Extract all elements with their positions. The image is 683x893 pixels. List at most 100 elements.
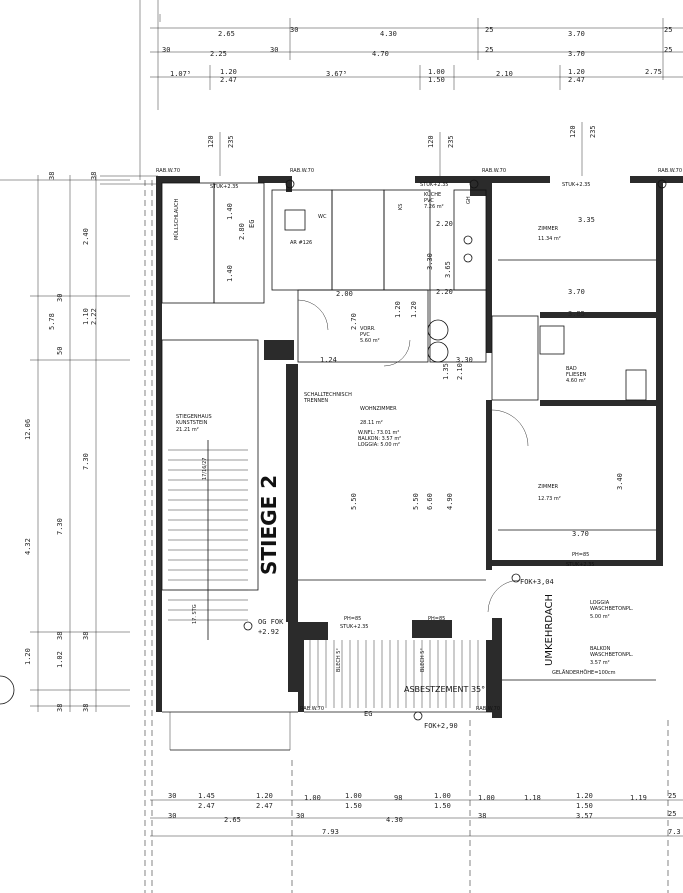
dim-bot-1-5: 1.00 bbox=[304, 794, 321, 802]
dim-left-1-0: 12.06 bbox=[24, 419, 32, 440]
stuk-label-1: STUK+2.35 bbox=[210, 184, 239, 190]
dim-top-1-0: 2.65 bbox=[218, 30, 235, 38]
dim-bot-1-16: 25 bbox=[668, 792, 676, 800]
ar-label: AR #126 bbox=[290, 240, 312, 246]
dim-top-3-7: 1.20 bbox=[568, 68, 585, 76]
dim-int-20: 1.20 bbox=[410, 301, 418, 318]
exterior-boundary bbox=[100, 0, 158, 893]
dim-bot-1-2: 2.47 bbox=[198, 802, 215, 810]
dim-bot-1-8: 98 bbox=[394, 794, 402, 802]
stuk-label-5: STUK+2.35 bbox=[566, 562, 595, 568]
window-marks-top: 120 235 120 235 120 235 bbox=[207, 122, 597, 176]
svg-text:235: 235 bbox=[227, 135, 235, 148]
dim-int-6: 5.50 bbox=[412, 493, 420, 510]
dim-int-16: 3.40 bbox=[616, 473, 624, 490]
dim-top-1-2: 4.30 bbox=[380, 30, 397, 38]
dim-int-1: 1.40 bbox=[226, 203, 234, 220]
dim-bot-1-0: 30 bbox=[168, 792, 176, 800]
dim-left-1-2: 1.20 bbox=[24, 648, 32, 665]
dim-int-19: 1.20 bbox=[394, 301, 402, 318]
dim-int-23: 2.10 bbox=[456, 363, 464, 380]
dim-top-2-4: 25 bbox=[485, 46, 493, 54]
dim-left-1-1: 4.32 bbox=[24, 538, 32, 555]
dim-bot-1-1: 1.45 bbox=[198, 792, 215, 800]
dim-int-15: 3.85 bbox=[568, 310, 585, 318]
dim-bot-1-10: 1.50 bbox=[434, 802, 451, 810]
dim-int-18: 1.24 bbox=[320, 356, 337, 364]
blech-label-2: BLECH 5° bbox=[420, 648, 426, 672]
top-dimension-texts: 2.65 30 4.30 25 3.70 25 30 2.25 30 4.70 … bbox=[162, 26, 672, 84]
dim-left-3-2: 2.40 bbox=[82, 228, 90, 245]
gh-label: GH bbox=[466, 196, 472, 204]
dim-top-2-0: 30 bbox=[162, 46, 170, 54]
zimmer-top-area: 11.34 m² bbox=[538, 236, 561, 242]
dim-int-0: 2.80 bbox=[238, 223, 246, 240]
stiegenhaus-area: 21.21 m² bbox=[176, 427, 199, 433]
zimmer-top-label: ZIMMER bbox=[538, 226, 559, 232]
svg-text:120: 120 bbox=[427, 135, 435, 148]
dim-bot-2-0: 30 bbox=[168, 812, 176, 820]
asbestzement-label: ASBESTZEMENT 35° bbox=[404, 685, 485, 694]
dim-int-10: 3.65 bbox=[444, 261, 452, 278]
dim-top-2-1: 2.25 bbox=[210, 50, 227, 58]
wohnzimmer-area: 28.11 m² bbox=[360, 420, 383, 426]
rabw-label-3: RAB.W.70 bbox=[482, 168, 506, 174]
dim-top-3-3: 3.67⁵ bbox=[326, 70, 347, 78]
dim-top-2-5: 3.70 bbox=[568, 50, 585, 58]
loggia-label: LOGGIA bbox=[590, 600, 610, 606]
dim-left-3-5: 2.22 bbox=[90, 308, 98, 325]
dim-int-22: 1.35 bbox=[442, 363, 450, 380]
dim-top-3-0: 1.07⁵ bbox=[170, 70, 191, 78]
stair-count-2: 17. STG bbox=[192, 604, 198, 624]
dim-bot-1-12: 1.18 bbox=[524, 794, 541, 802]
left-dimension-lines: 12.06 4.32 1.20 7.30 5.78 7.30 1.02 38 3… bbox=[0, 172, 130, 712]
dim-bot-1-15: 1.19 bbox=[630, 794, 647, 802]
muell-label: MÜLLSCHLAUCH bbox=[173, 199, 180, 240]
dim-top-3-6: 2.10 bbox=[496, 70, 513, 78]
ph85-label-3: PH=85 bbox=[572, 552, 589, 558]
stuk-label-4: STUK+2.35 bbox=[340, 624, 369, 630]
top-dimension-lines bbox=[150, 0, 683, 110]
dim-top-2-3: 4.70 bbox=[372, 50, 389, 58]
rabw-label-2: RAB.W.70 bbox=[290, 168, 314, 174]
svg-text:235: 235 bbox=[589, 125, 597, 138]
dim-top-1-3: 25 bbox=[485, 26, 493, 34]
svg-text:120: 120 bbox=[207, 135, 215, 148]
dim-left-2-0: 5.78 bbox=[48, 313, 56, 330]
dim-top-1-1: 30 bbox=[290, 26, 298, 34]
dim-int-3: 2.00 bbox=[336, 290, 353, 298]
rabw-label-5: RAB.W.70 bbox=[476, 706, 500, 712]
dim-top-2-2: 30 bbox=[270, 46, 278, 54]
dim-top-2-6: 25 bbox=[664, 46, 672, 54]
eg-label-top: EG bbox=[248, 220, 256, 228]
dim-int-14: 3.70 bbox=[568, 288, 585, 296]
vorr-label: VORR. bbox=[360, 326, 376, 332]
bad-label: BAD bbox=[566, 366, 577, 372]
dim-bot-1-6: 1.00 bbox=[345, 792, 362, 800]
vorr-floor: PVC bbox=[360, 332, 370, 338]
dim-int-21: 3.30 bbox=[456, 356, 473, 364]
dim-top-3-4: 1.00 bbox=[428, 68, 445, 76]
ks-label: KS bbox=[398, 204, 404, 210]
dim-int-2: 1.40 bbox=[226, 265, 234, 282]
dim-bot-2-6: 25 bbox=[668, 810, 676, 818]
dim-top-3-1: 1.20 bbox=[220, 68, 237, 76]
dim-left-2-2: 1.02 bbox=[56, 651, 64, 668]
dim-int-5: 5.50 bbox=[350, 493, 358, 510]
dim-int-7: 6.60 bbox=[426, 493, 434, 510]
dim-left-2-1: 7.30 bbox=[82, 453, 90, 470]
og-fok-value: +2.92 bbox=[258, 628, 279, 636]
og-fok-label: OG FOK bbox=[258, 618, 284, 626]
dim-bot-1-14: 1.50 bbox=[576, 802, 593, 810]
trenn-label: TRENNEN bbox=[303, 398, 328, 404]
dim-left-2-3: 38 bbox=[56, 632, 64, 640]
dim-left-1-3: 7.30 bbox=[56, 518, 64, 535]
fok-label-1: FOK+2,90 bbox=[424, 722, 458, 730]
fok-label-2: FOK+3,04 bbox=[520, 578, 554, 586]
rabw-label-4: RAB.W.70 bbox=[300, 706, 324, 712]
bottom-dimension-texts: 30 1.45 2.47 1.20 2.47 1.00 1.00 1.50 98… bbox=[168, 792, 681, 836]
dim-bot-1-13: 1.20 bbox=[576, 792, 593, 800]
dim-left-3-3: 50 bbox=[56, 347, 64, 355]
dim-bot-3-0: 7.93 bbox=[322, 828, 339, 836]
